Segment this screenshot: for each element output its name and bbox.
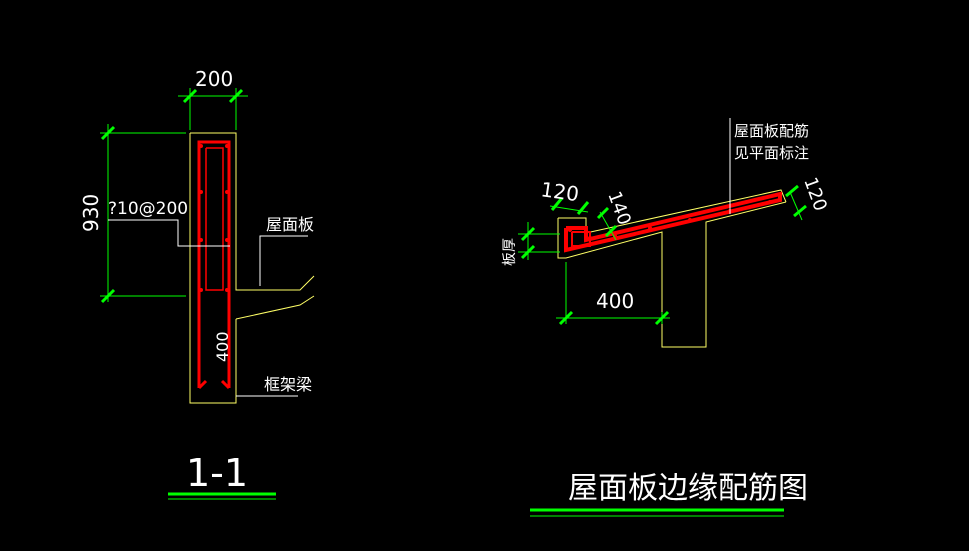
section-title-underline [168, 492, 276, 500]
dim-400-label: 400 [596, 289, 634, 313]
dim-400-vertical-label: 400 [213, 331, 232, 362]
section-dimensions [100, 88, 248, 304]
detail-title-underline [530, 508, 784, 517]
section-outline [189, 132, 315, 404]
section-rebar [197, 140, 231, 390]
edge-detail: 120 140 120 400 板厚 屋面板配筋 见平面标注 屋面板边缘配筋图 [502, 118, 831, 517]
section-leaders [108, 219, 308, 397]
edge-dimensions [518, 184, 807, 326]
dim-140-label: 140 [603, 189, 634, 228]
label-frame-beam: 框架梁 [264, 375, 312, 394]
note-see-plan: 见平面标注 [734, 144, 809, 162]
section-title: 1-1 [186, 451, 248, 495]
dim-930-label: 930 [79, 194, 103, 232]
note-roof-slab-rebar: 屋面板配筋 [734, 122, 809, 140]
section-1-1: 200 930 ?10@200 400 屋面板 框架梁 1-1 [79, 67, 315, 500]
edge-rebar [564, 191, 782, 253]
edge-outline [557, 189, 787, 348]
label-roof-slab: 屋面板 [266, 215, 314, 234]
rebar-spec-label: ?10@200 [108, 199, 188, 219]
dim-200-label: 200 [195, 67, 233, 91]
detail-title: 屋面板边缘配筋图 [568, 471, 808, 506]
label-slab-thickness: 板厚 [502, 238, 518, 266]
dim-120-left-label: 120 [539, 177, 580, 206]
